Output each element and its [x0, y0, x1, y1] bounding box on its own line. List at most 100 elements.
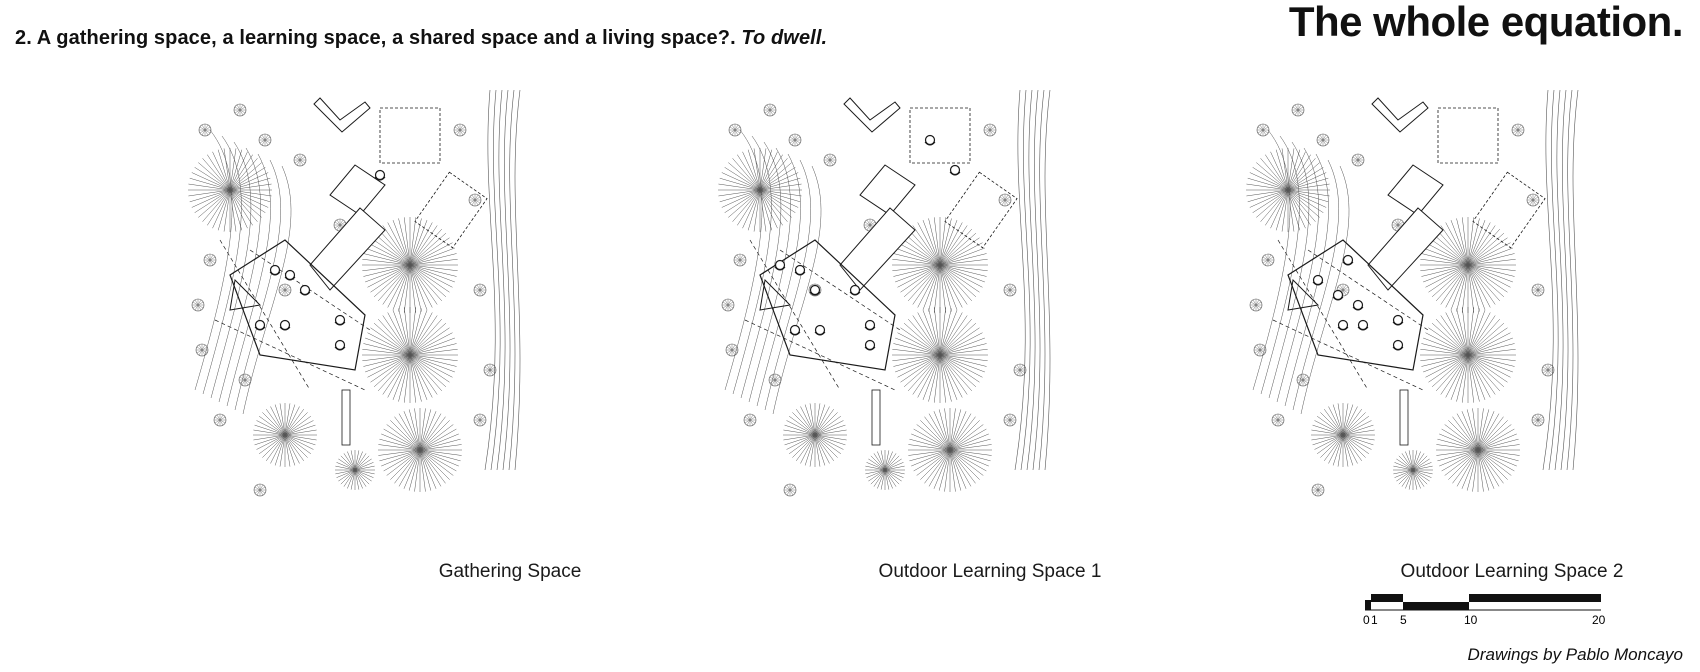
tree-canopy [188, 148, 272, 232]
contour-line [740, 141, 782, 399]
shrub [473, 283, 487, 297]
building-outline [313, 97, 371, 133]
shrub [1311, 483, 1325, 497]
site-plan-drawing [718, 89, 1051, 497]
contour-line [210, 141, 252, 399]
contour-line [218, 147, 261, 403]
pavilion-outline [1287, 239, 1424, 371]
shrub [233, 103, 247, 117]
contour-line [1572, 89, 1579, 471]
tree-canopy [253, 403, 317, 467]
shrub [1003, 283, 1017, 297]
pavilion-outline [229, 239, 366, 371]
building-outline [843, 97, 901, 133]
contour-line [490, 89, 501, 471]
shrub [983, 123, 997, 137]
contour-line [732, 135, 772, 395]
shrub [728, 123, 742, 137]
shrub [473, 413, 487, 427]
tree-canopy [892, 217, 988, 313]
pavilion-outline [759, 278, 792, 311]
contour-line [1548, 89, 1559, 471]
contour-line [242, 165, 292, 415]
contour-line [1260, 135, 1300, 395]
figure-symbol [924, 134, 936, 146]
contour-line [1014, 89, 1026, 471]
plan-label-learning-1: Outdoor Learning Space 1 [878, 561, 1102, 582]
tree-canopy [1393, 450, 1433, 490]
contour-line [202, 135, 242, 395]
figure-symbol [949, 164, 961, 176]
building-outline [909, 107, 971, 164]
contour-line [1300, 165, 1350, 415]
scale-bar: 0 1 5 10 20 [1360, 592, 1610, 632]
caption-emphasis: To dwell. [741, 27, 828, 49]
contour-line [1560, 89, 1569, 471]
sightline [1272, 239, 1429, 391]
shrub [258, 133, 272, 147]
scale-segment [1365, 600, 1371, 610]
shrub [483, 363, 497, 377]
figure-symbol [374, 169, 386, 181]
shrub [1256, 123, 1270, 137]
contour-line [1542, 89, 1554, 471]
contour-line [724, 129, 763, 391]
shrub [788, 133, 802, 147]
building-outline [944, 171, 1018, 249]
scale-tick-label: 0 [1363, 613, 1370, 627]
shrub [1541, 363, 1555, 377]
building-outline [1367, 207, 1444, 291]
figure-symbol [774, 259, 786, 271]
shrub [198, 123, 212, 137]
shrub [453, 123, 467, 137]
shrub [1511, 123, 1525, 137]
tree-canopy [908, 408, 992, 492]
pavilion-outline [759, 239, 896, 371]
shrub [768, 373, 782, 387]
building-outline [1437, 107, 1499, 164]
page-title: The whole equation. [1288, 0, 1684, 45]
tree-canopy [335, 450, 375, 490]
shrub [1291, 103, 1305, 117]
figure-symbol [284, 269, 296, 281]
contour-line [1268, 141, 1310, 399]
contour-line [1044, 89, 1051, 471]
contour-line [1038, 89, 1046, 471]
plan-label-gathering: Gathering Space [438, 561, 582, 582]
drawing-credit: Drawings by Pablo Moncayo [1467, 645, 1683, 664]
shrub [1271, 413, 1285, 427]
shrub [1316, 133, 1330, 147]
shrub [1531, 283, 1545, 297]
figure-symbol [334, 314, 346, 326]
figure-symbol [789, 324, 801, 336]
building-outline [859, 164, 916, 216]
figure-symbol [809, 284, 821, 296]
shrub [238, 373, 252, 387]
figure-symbol [794, 264, 806, 276]
scale-segment [1403, 602, 1469, 610]
plan-label-learning-2: Outdoor Learning Space 2 [1400, 561, 1624, 582]
shrub [823, 153, 837, 167]
figure-symbol [269, 264, 281, 276]
sightline [744, 239, 901, 391]
contour-line [1026, 89, 1036, 471]
shrub [733, 253, 747, 267]
pavilion-outline [229, 278, 262, 311]
scale-segment [1469, 594, 1601, 602]
tree-canopy [362, 217, 458, 313]
tree-canopy [1420, 307, 1516, 403]
shrub [195, 343, 209, 357]
contour-line [514, 89, 521, 471]
figure-symbol [1342, 254, 1354, 266]
building-outline [1472, 171, 1546, 249]
shrub [1261, 253, 1275, 267]
shrub [278, 283, 292, 297]
figure-symbol [254, 319, 266, 331]
header-caption: 2. A gathering space, a learning space, … [15, 27, 827, 50]
shrub [1003, 413, 1017, 427]
shrub [1351, 153, 1365, 167]
site-plan-learning-1 [718, 89, 1060, 530]
shrub [1296, 373, 1310, 387]
tree-canopy [718, 148, 802, 232]
contour-line [502, 89, 511, 471]
